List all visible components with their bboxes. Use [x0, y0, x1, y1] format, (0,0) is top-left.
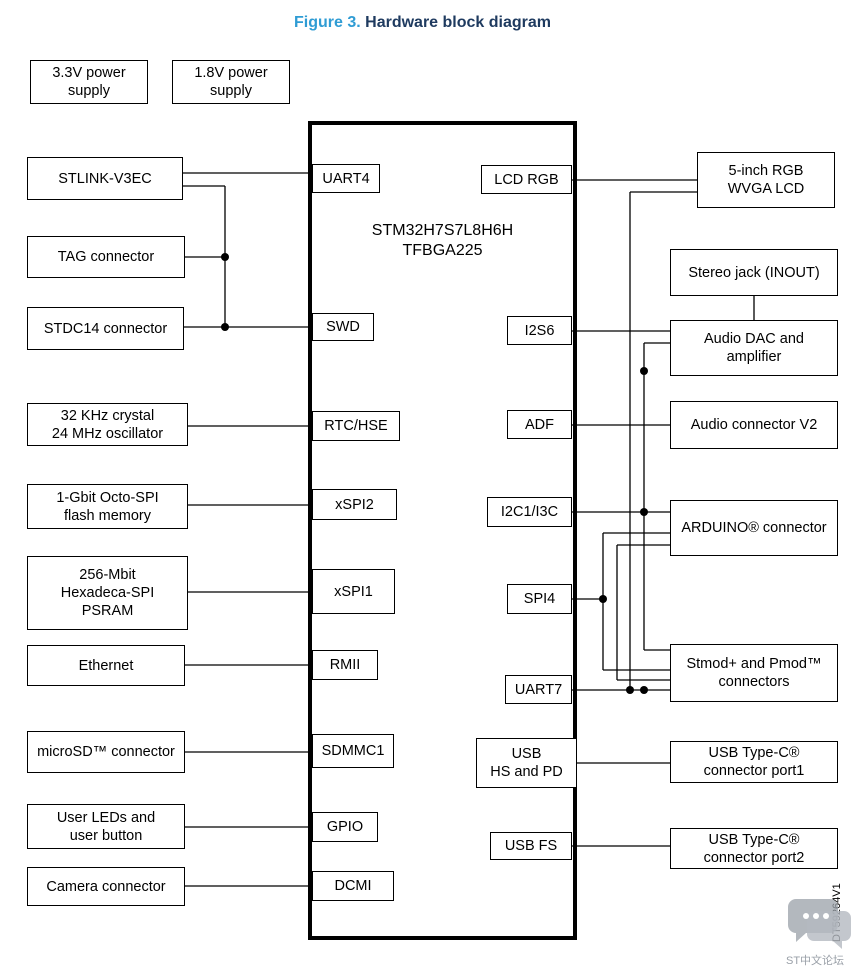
figure-label: Figure 3. — [294, 14, 361, 31]
figure-title: Figure 3. Hardware block diagram — [0, 14, 845, 32]
crystal-box: 32 KHz crystal 24 MHz oscillator — [27, 403, 188, 446]
pin-sdmmc1: SDMMC1 — [312, 734, 394, 768]
tag-connector-box: TAG connector — [27, 236, 185, 278]
pin-swd: SWD — [312, 313, 374, 341]
usb-typec-port2-box: USB Type-C® connector port2 — [670, 828, 838, 869]
pin-spi4: SPI4 — [507, 584, 572, 614]
mcu-block — [308, 121, 577, 940]
pin-adf: ADF — [507, 410, 572, 439]
stereo-jack-box: Stereo jack (INOUT) — [670, 249, 838, 296]
power-3v3: 3.3V power supply — [30, 60, 148, 104]
pin-i2s6: I2S6 — [507, 316, 572, 345]
pin-usb-hs-pd: USB HS and PD — [476, 738, 577, 788]
pin-xspi2: xSPI2 — [312, 489, 397, 520]
forum-logo-icon — [788, 899, 851, 949]
audio-connector-box: Audio connector V2 — [670, 401, 838, 449]
microsd-box: microSD™ connector — [27, 731, 185, 773]
forum-logo-text: ST中文论坛 — [786, 955, 845, 967]
pin-rmii: RMII — [312, 650, 378, 680]
lcd-box: 5-inch RGB WVGA LCD — [697, 152, 835, 208]
psram-box: 256-Mbit Hexadeca-SPI PSRAM — [27, 556, 188, 630]
pin-uart4: UART4 — [312, 164, 380, 193]
mcu-name: STM32H7S7L8H6H TFBGA225 — [371, 222, 514, 259]
arduino-connector-box: ARDUINO® connector — [670, 500, 838, 556]
pin-lcd-rgb: LCD RGB — [481, 165, 572, 194]
pin-dcmi: DCMI — [312, 871, 394, 901]
pin-uart7: UART7 — [505, 675, 572, 704]
pin-i2c1-i3c: I2C1/I3C — [487, 497, 572, 527]
pin-rtc-hse: RTC/HSE — [312, 411, 400, 441]
octospi-flash-box: 1-Gbit Octo-SPI flash memory — [27, 484, 188, 529]
pin-xspi1: xSPI1 — [312, 569, 395, 614]
camera-connector-box: Camera connector — [27, 867, 185, 906]
ethernet-box: Ethernet — [27, 645, 185, 686]
user-leds-box: User LEDs and user button — [27, 804, 185, 849]
usb-typec-port1-box: USB Type-C® connector port1 — [670, 741, 838, 783]
stlink-box: STLINK-V3EC — [27, 157, 183, 200]
stdc14-box: STDC14 connector — [27, 307, 184, 350]
pin-gpio: GPIO — [312, 812, 378, 842]
pin-usb-fs: USB FS — [490, 832, 572, 860]
power-1v8: 1.8V power supply — [172, 60, 290, 104]
figure-caption: Hardware block diagram — [365, 14, 551, 31]
audio-dac-box: Audio DAC and amplifier — [670, 320, 838, 376]
stmod-pmod-box: Stmod+ and Pmod™ connectors — [670, 644, 838, 702]
